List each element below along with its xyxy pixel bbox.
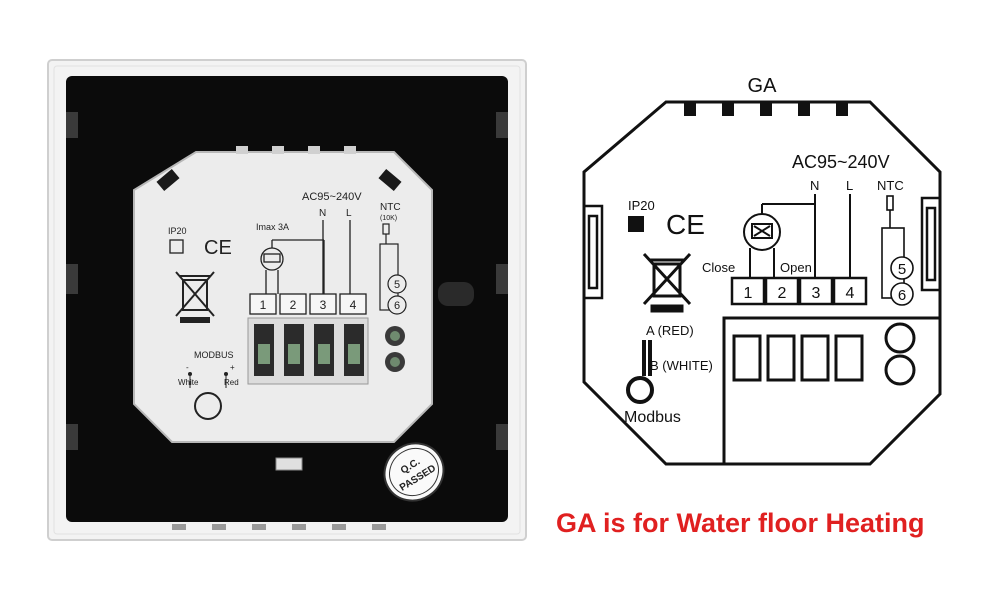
terminal-label-1: 1 xyxy=(260,298,267,312)
terminal-box-3 xyxy=(309,293,337,315)
diagram-terminal-block xyxy=(722,316,940,464)
diagram-terminal-box-2 xyxy=(764,276,800,306)
modbus-connector-icon xyxy=(626,340,654,404)
terminal-block xyxy=(247,317,369,385)
ip-rating-label: IP20 xyxy=(168,226,187,236)
ntc-terminal-6: 6 xyxy=(394,300,400,312)
diagram-ntc-label: NTC xyxy=(877,178,904,193)
imax-label: Imax 3A xyxy=(256,222,289,232)
pin-minus: - xyxy=(186,363,189,372)
diagram-ntc-terminal-6: 6 xyxy=(898,287,906,304)
diagram-weee-bin-icon xyxy=(642,252,692,313)
modbus-title: MODBUS xyxy=(194,350,234,360)
weee-bin-icon xyxy=(175,271,215,323)
diagram-terminal-label-3: 3 xyxy=(812,285,821,302)
terminal-box-1 xyxy=(249,293,277,315)
terminal-box-2 xyxy=(279,293,307,315)
relay-icon xyxy=(260,239,325,294)
diagram-terminal-label-2: 2 xyxy=(778,285,787,302)
modbus-b-label: B (WHITE) xyxy=(650,358,713,373)
pin-red: Red xyxy=(224,378,239,387)
diagram-title: GA xyxy=(748,75,778,97)
diagram-terminal-box-1 xyxy=(730,276,766,306)
modbus-port-icon xyxy=(194,392,222,420)
diagram-ntc-terminal-5: 5 xyxy=(898,261,906,278)
diagram-ip-square-icon xyxy=(628,216,644,232)
ntc-terminal-5: 5 xyxy=(394,279,400,291)
diagram-terminal-box-4 xyxy=(832,276,868,306)
terminal-label-4: 4 xyxy=(350,298,357,312)
open-label: Open xyxy=(780,260,812,275)
diagram-terminal-label-4: 4 xyxy=(846,285,855,302)
l-label: L xyxy=(346,208,352,219)
diagram-terminal-box-3 xyxy=(798,276,834,306)
close-label: Close xyxy=(702,260,735,275)
ntc-value: (10K) xyxy=(380,215,397,222)
pin-white: White xyxy=(178,378,199,387)
diagram-ip-rating: IP20 xyxy=(628,198,655,213)
n-label: N xyxy=(319,208,326,219)
diagram-terminal-label-1: 1 xyxy=(744,285,753,302)
diagram-relay-icon xyxy=(743,203,815,278)
diagram-l-label: L xyxy=(846,178,853,193)
pin-plus: + xyxy=(230,363,235,372)
diagram-ce-mark: CE xyxy=(666,209,705,240)
qc-passed-sticker: Q.C. PASSED xyxy=(383,442,445,502)
ntc-label: NTC xyxy=(380,202,401,213)
terminal-label-3: 3 xyxy=(320,298,327,312)
diagram-n-label: N xyxy=(810,178,819,193)
voltage-label: AC95~240V xyxy=(302,191,362,203)
ip-square-icon xyxy=(169,239,184,254)
terminal-box-4 xyxy=(339,293,367,315)
wiring-diagram: GA AC95~240V N L NTC 5 6 IP20 CE xyxy=(582,75,942,466)
diagram-voltage: AC95~240V xyxy=(792,152,890,172)
ce-mark: CE xyxy=(204,237,232,259)
modbus-label: Modbus xyxy=(624,409,681,426)
caption: GA is for Water floor Heating xyxy=(556,508,925,538)
terminal-label-2: 2 xyxy=(290,298,297,312)
modbus-a-label: A (RED) xyxy=(646,323,694,338)
thermostat-back-photo: IP20 CE Imax 3A AC95~240V N L NTC (10K) … xyxy=(47,59,527,541)
